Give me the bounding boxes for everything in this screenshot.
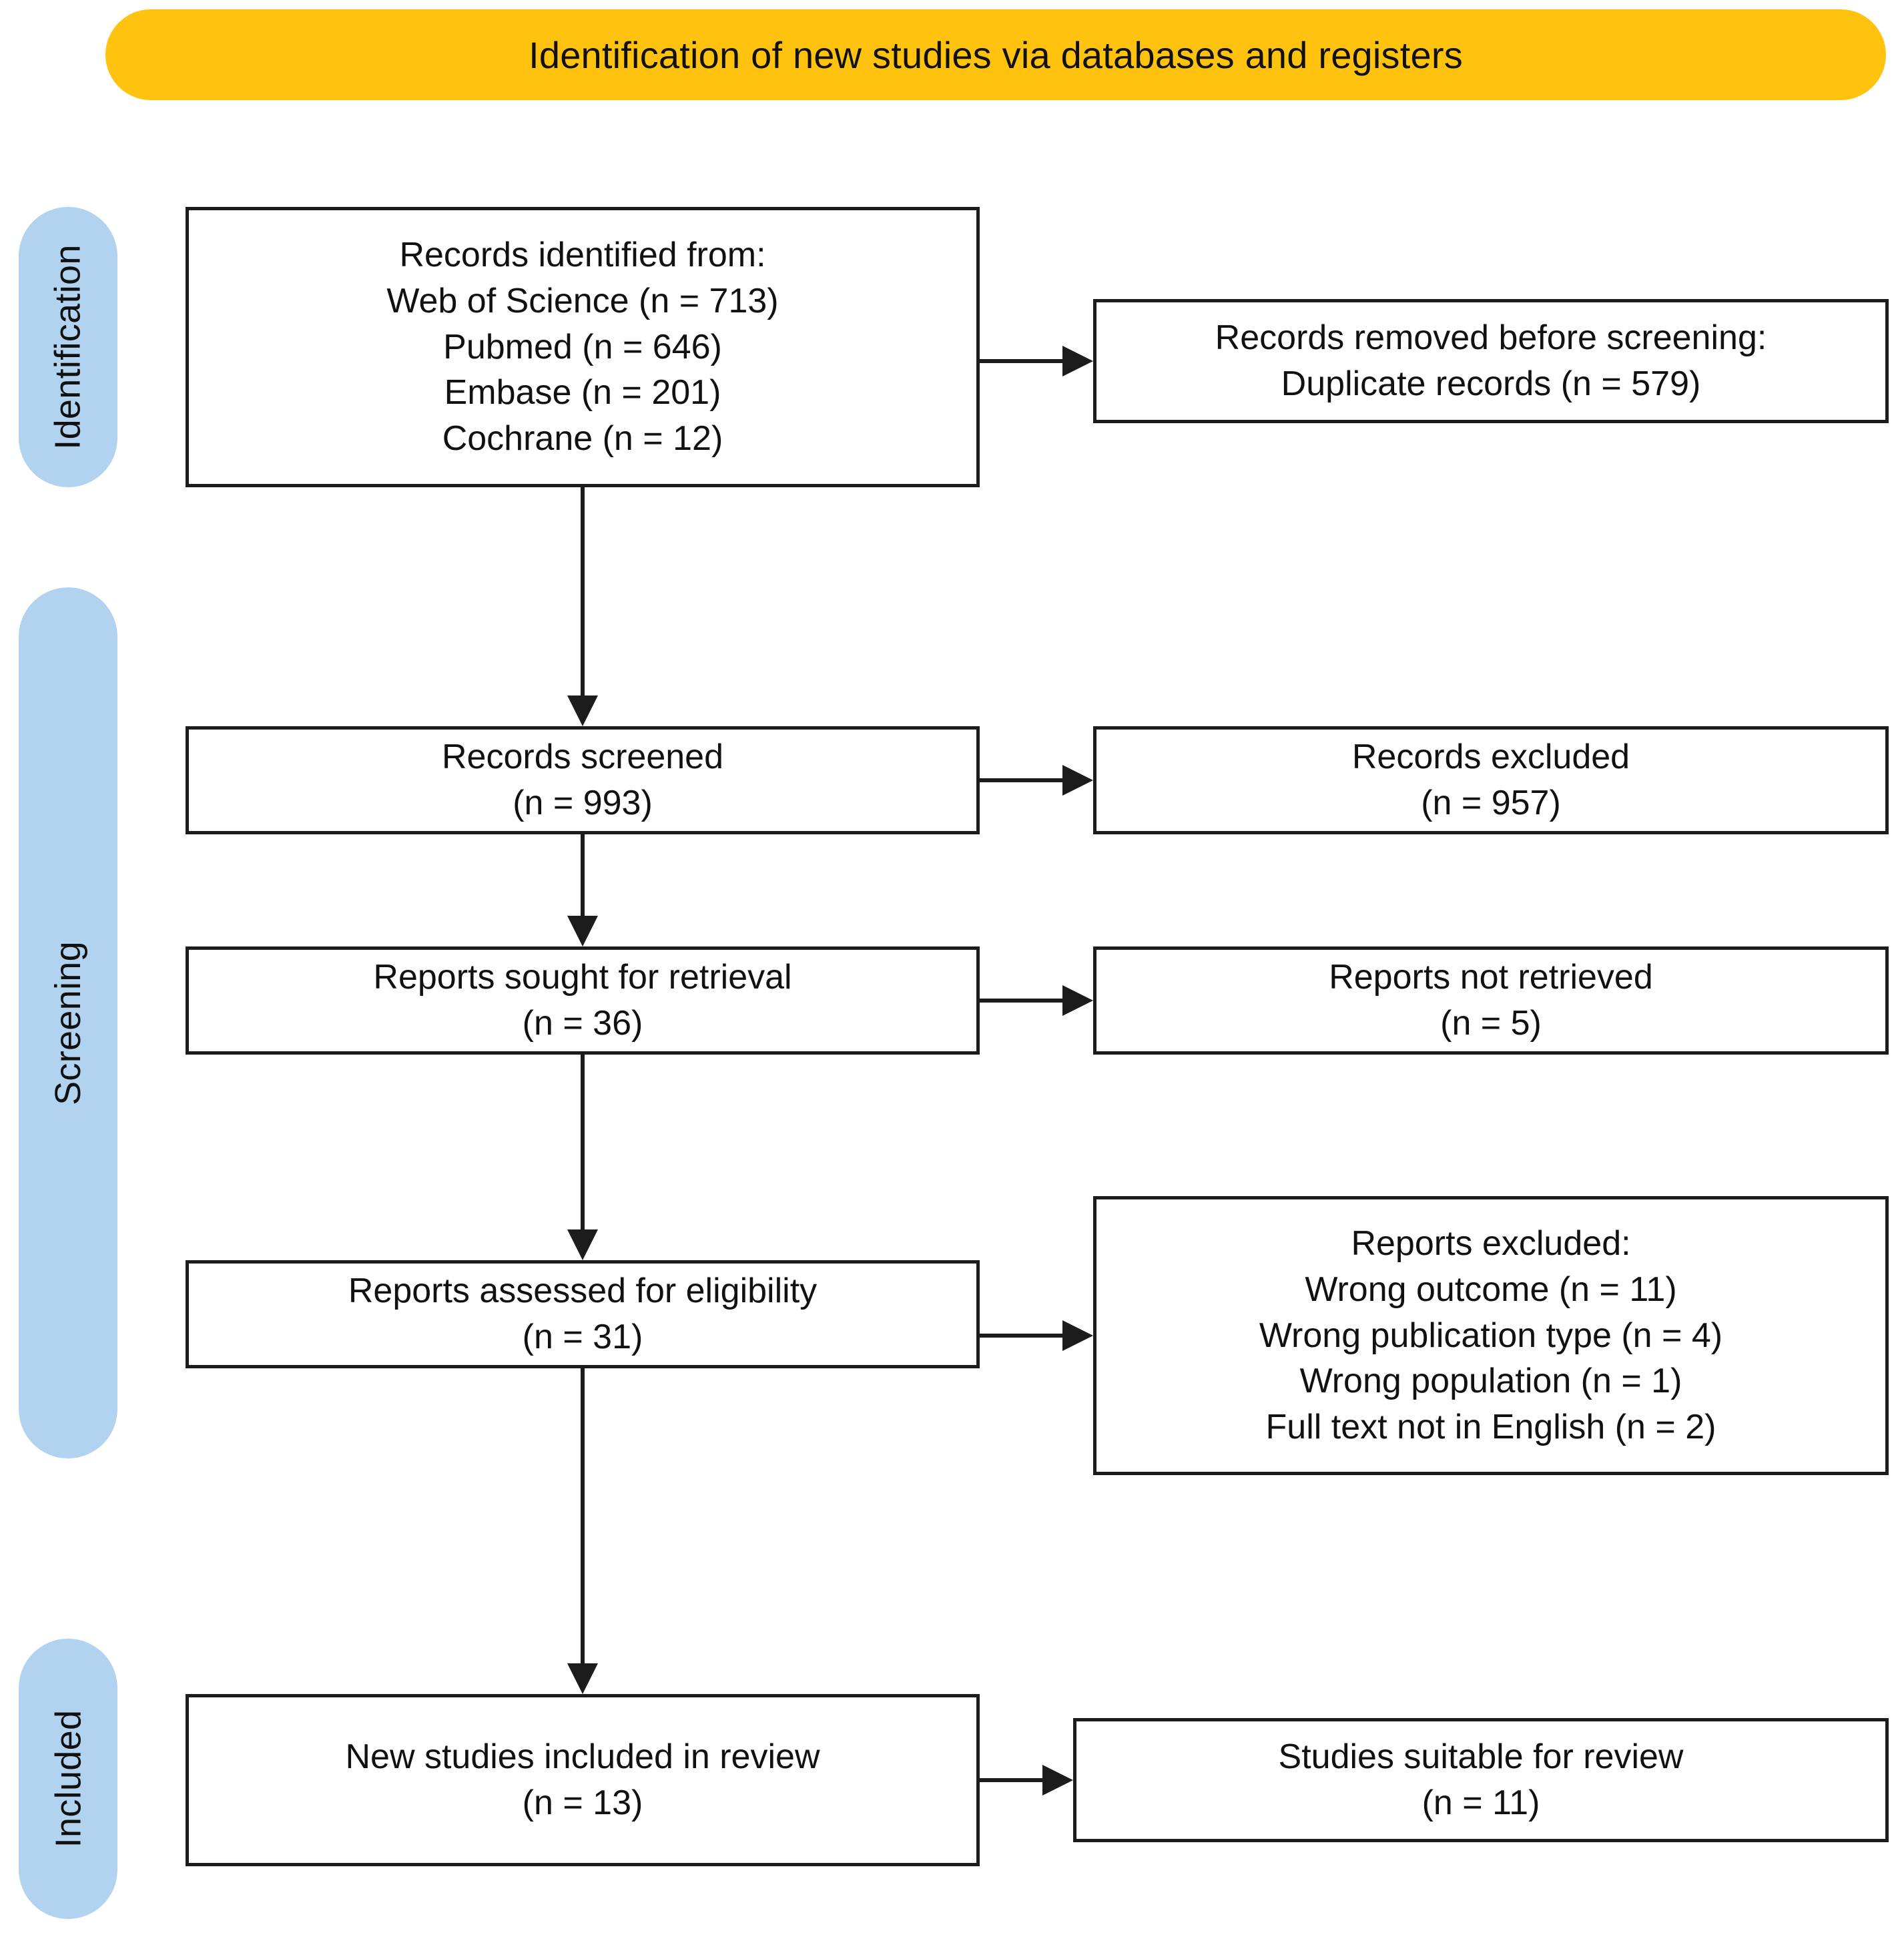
stage-rail-identification: Identification [19, 207, 117, 487]
arrowhead-down-assessed-to-included [567, 1663, 598, 1694]
box-line: Cochrane (n = 12) [442, 419, 723, 458]
arrowhead-down-sought-to-assessed [567, 1229, 598, 1260]
stage-rail-label-identification: Identification [48, 244, 88, 450]
box-line: (n = 957) [1421, 784, 1561, 822]
box-reports-not-retrieved: Reports not retrieved (n = 5) [1093, 946, 1889, 1055]
arrowhead-right-sought-to-not-retrieved [1062, 985, 1093, 1016]
box-line: Wrong outcome (n = 11) [1305, 1270, 1677, 1310]
box-line: Studies suitable for review [1278, 1737, 1684, 1777]
box-new-studies-included-in-review: New studies included in review (n = 13) [186, 1694, 980, 1866]
arrowhead-right-identified-to-removed [1062, 346, 1093, 376]
box-records-identified: Records identified from: Web of Science … [186, 207, 980, 487]
box-records-excluded: Records excluded (n = 957) [1093, 726, 1889, 834]
box-line: Records identified from: [399, 236, 766, 275]
stage-rail-label-included: Included [48, 1709, 88, 1848]
box-line: Reports not retrieved [1329, 958, 1653, 997]
box-line: (n = 31) [522, 1318, 643, 1356]
box-line: New studies included in review [345, 1737, 820, 1777]
box-records-removed-before-screening: Records removed before screening: Duplic… [1093, 299, 1889, 423]
box-line: Pubmed (n = 646) [443, 327, 722, 366]
box-line: (n = 13) [522, 1783, 643, 1822]
connector-line-sought-to-not-retrieved [980, 999, 1062, 1003]
box-line: Duplicate records (n = 579) [1281, 364, 1701, 403]
box-line: Wrong population (n = 1) [1299, 1362, 1682, 1401]
diagram-banner: Identification of new studies via databa… [105, 9, 1886, 100]
stage-rail-label-screening: Screening [48, 940, 89, 1105]
stage-rail-screening: Screening [19, 587, 117, 1458]
connector-line-assessed-to-included [581, 1368, 585, 1663]
arrowhead-right-included-to-suitable [1042, 1765, 1073, 1795]
box-line: Web of Science (n = 713) [386, 282, 779, 321]
box-line: Embase (n = 201) [444, 373, 721, 412]
box-reports-assessed-for-eligibility: Reports assessed for eligibility (n = 31… [186, 1260, 980, 1368]
box-line: Reports assessed for eligibility [348, 1272, 818, 1311]
arrowhead-down-screened-to-sought [567, 916, 598, 946]
connector-line-screened-to-excluded [980, 778, 1062, 782]
connector-line-screened-to-sought [581, 834, 585, 916]
connector-line-sought-to-assessed [581, 1055, 585, 1229]
connector-line-identified-to-removed [980, 359, 1062, 363]
connector-line-assessed-to-reports-excluded [980, 1334, 1062, 1338]
box-line: (n = 5) [1440, 1004, 1542, 1043]
arrowhead-down-identified-to-screened [567, 696, 598, 726]
arrowhead-right-assessed-to-reports-excluded [1062, 1320, 1093, 1351]
arrowhead-right-screened-to-excluded [1062, 765, 1093, 796]
banner-title: Identification of new studies via databa… [529, 33, 1463, 76]
box-line: (n = 36) [522, 1004, 643, 1043]
box-line: Reports sought for retrieval [373, 958, 792, 997]
box-line: Records screened [442, 738, 723, 777]
connector-line-identified-to-screened [581, 487, 585, 696]
box-line: Records removed before screening: [1215, 318, 1767, 358]
box-records-screened: Records screened (n = 993) [186, 726, 980, 834]
box-line: (n = 11) [1421, 1783, 1540, 1822]
connector-line-included-to-suitable [980, 1778, 1042, 1782]
box-line: Records excluded [1351, 738, 1630, 777]
box-line: Reports excluded: [1351, 1224, 1631, 1264]
box-studies-suitable-for-review: Studies suitable for review (n = 11) [1073, 1718, 1889, 1842]
box-reports-sought-for-retrieval: Reports sought for retrieval (n = 36) [186, 946, 980, 1055]
box-line: Wrong publication type (n = 4) [1259, 1316, 1723, 1355]
box-line: (n = 993) [513, 784, 653, 822]
box-line: Full text not in English (n = 2) [1265, 1407, 1716, 1446]
stage-rail-included: Included [19, 1639, 117, 1919]
box-reports-excluded: Reports excluded: Wrong outcome (n = 11)… [1093, 1196, 1889, 1475]
